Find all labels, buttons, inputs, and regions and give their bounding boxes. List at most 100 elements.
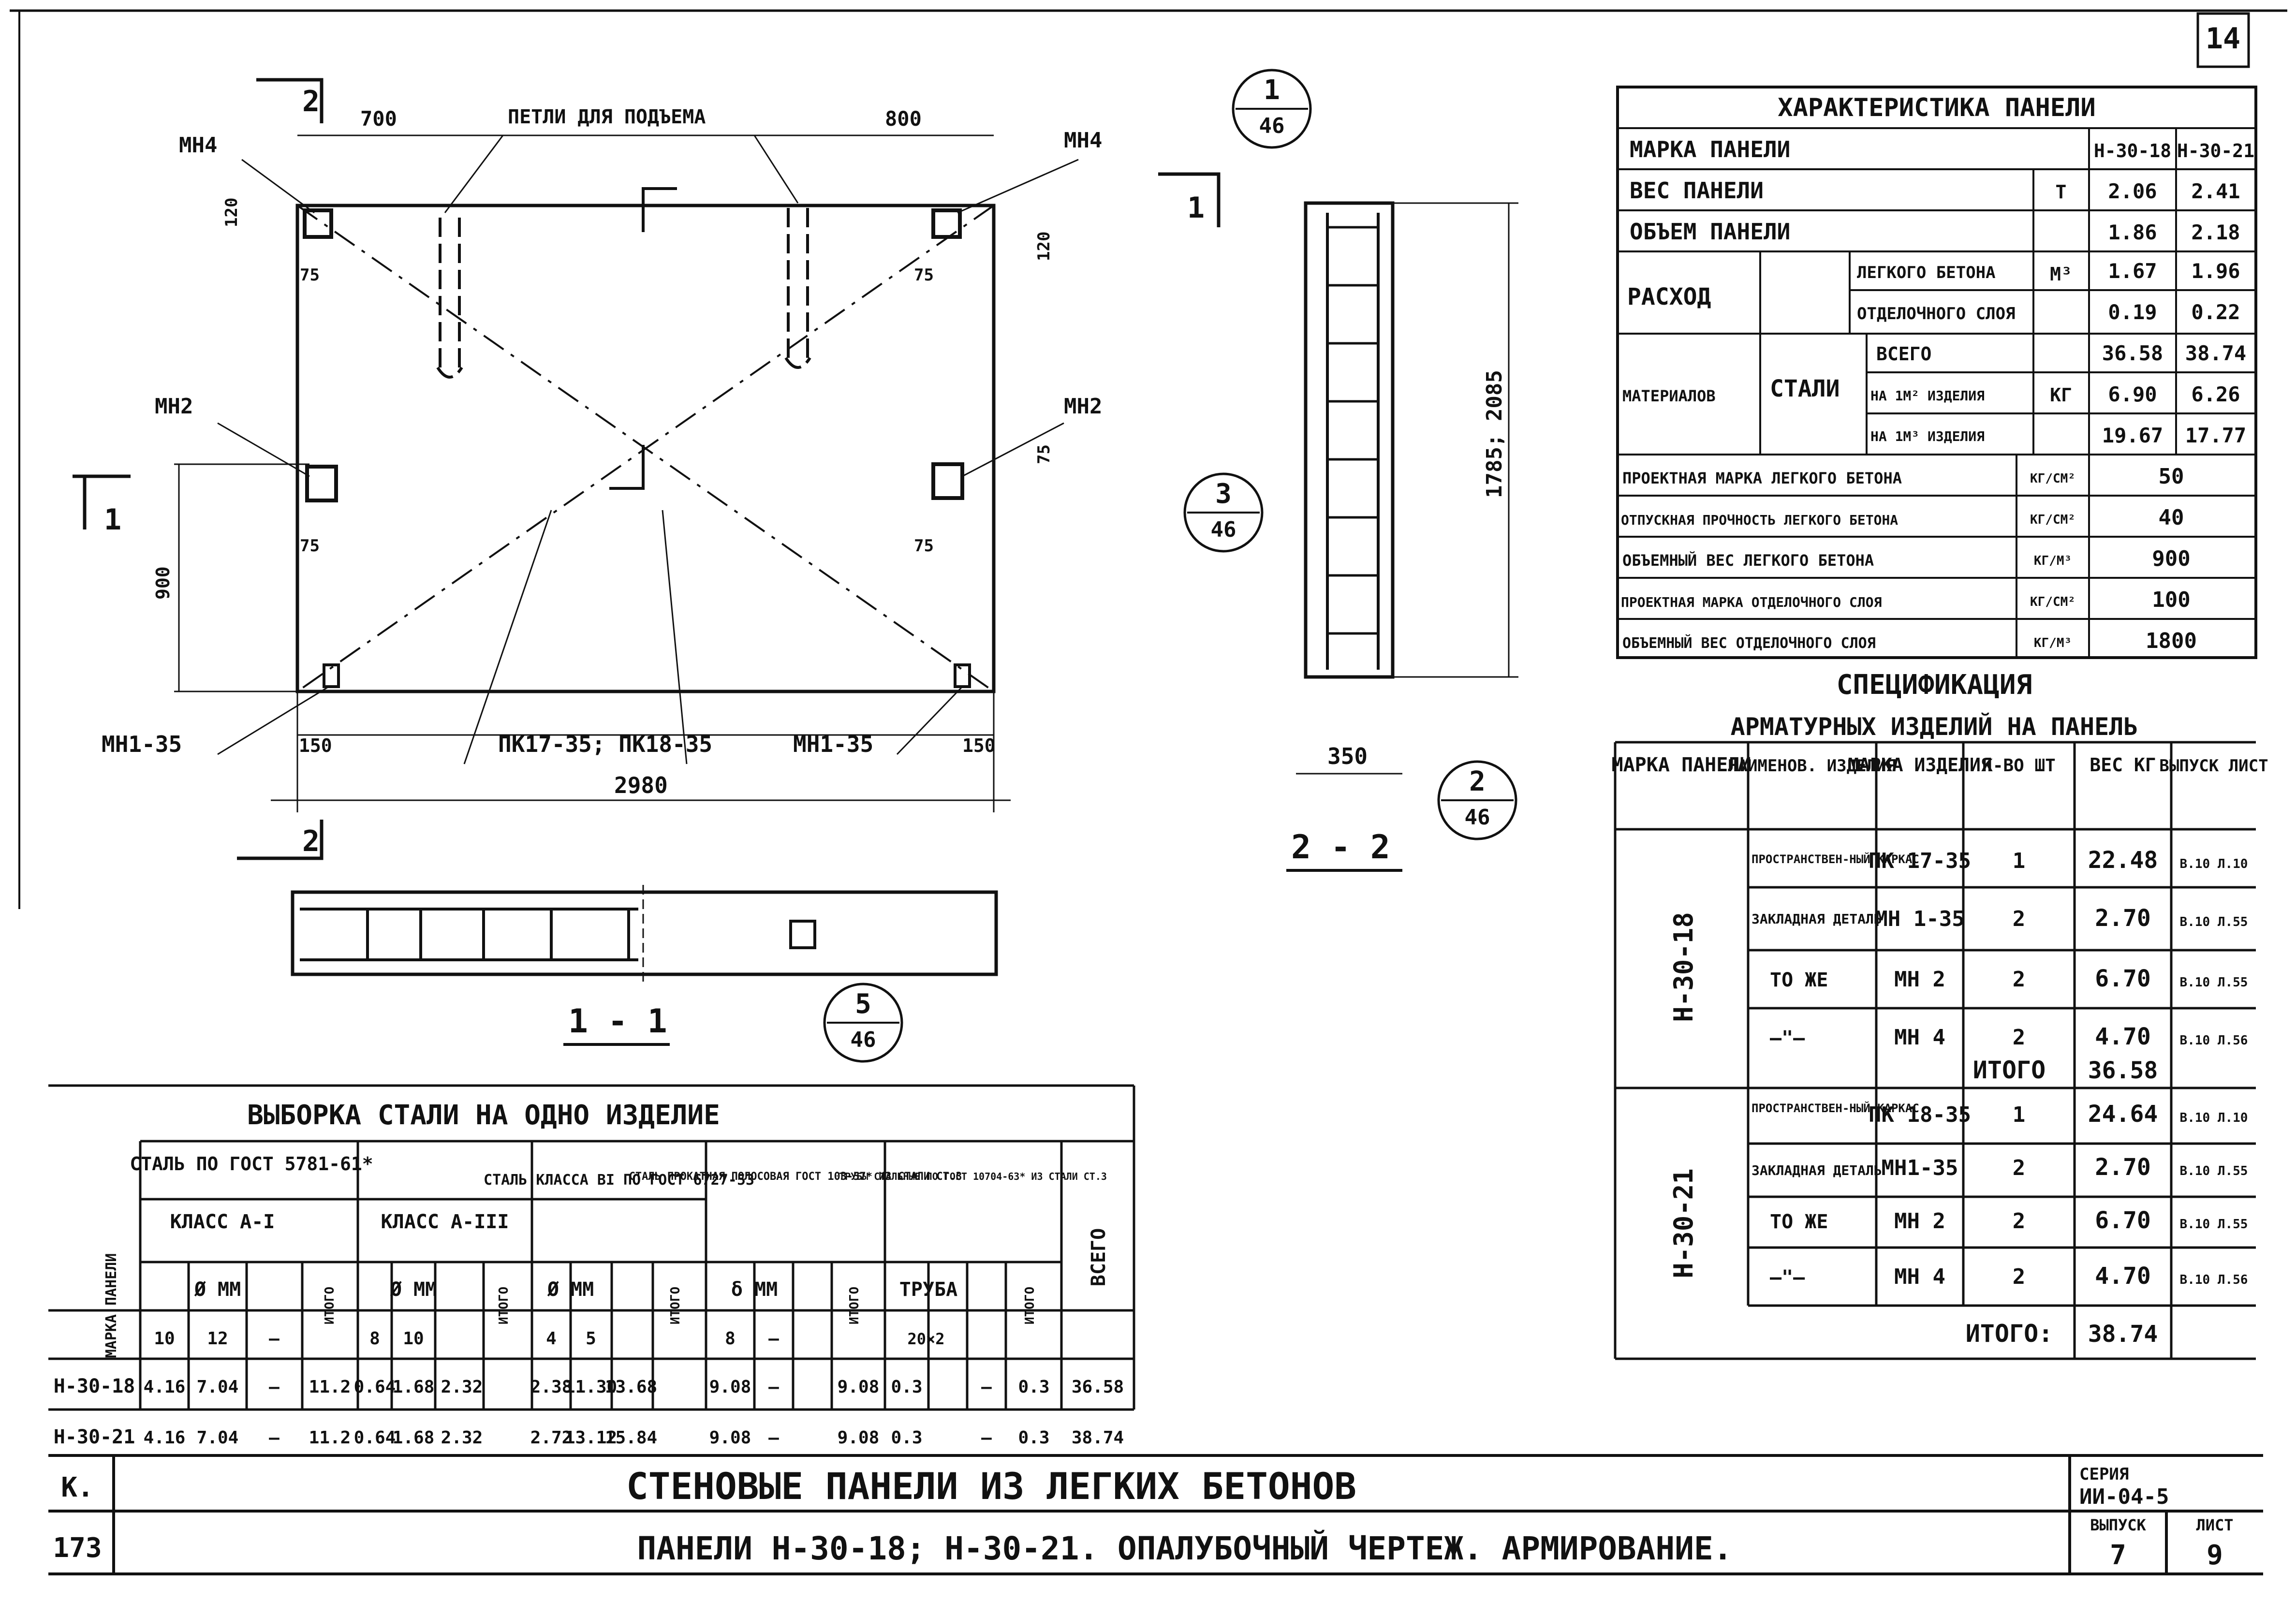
spec-g1-r0-mark: ПК 18-35 — [1869, 1102, 1971, 1127]
titleblock-issue-value: 7 — [2110, 1540, 2126, 1571]
selection-cell: 1.68 — [393, 1377, 435, 1397]
selection-cell: 2.32 — [441, 1428, 483, 1448]
spec-g1-r1-mark: МН1-35 — [1882, 1156, 1958, 1180]
char-row-2-unit: М³ — [2050, 264, 2072, 285]
titleblock-sheet-value: 9 — [2207, 1540, 2223, 1571]
embed-mn1-right — [954, 663, 971, 688]
cut-mark-bottom-label: 2 — [302, 824, 320, 858]
selection-cell: 0.64 — [354, 1428, 396, 1448]
label-pk: ПК17-35; ПК18-35 — [498, 731, 712, 757]
ref-circle-5-46: 5 46 — [823, 983, 903, 1063]
char-row-1-v2: 2.41 — [2191, 179, 2240, 203]
selection-size-3: 8 — [369, 1329, 380, 1349]
ref-5-top: 5 — [855, 988, 871, 1020]
spec-g1-r1-weight: 2.70 — [2095, 1154, 2151, 1181]
dim-120-left: 120 — [222, 198, 241, 227]
spec-header-0: МАРКА ПАНЕЛИ — [1612, 754, 1751, 776]
selection-group-3: СТАЛЬ ПРОКАТНАЯ ПОЛОСОВАЯ ГОСТ 103-57* И… — [629, 1171, 962, 1183]
char-row-6-v1: 6.90 — [2108, 382, 2157, 406]
label-mn1-right: МН1-35 — [793, 731, 873, 757]
cut-mark-left-label: 1 — [104, 503, 121, 537]
selection-cell: 9.08 — [709, 1377, 751, 1397]
spec-g1-r0-name: ПРОСТРАНСТВЕН-НЫЙ КАРКАС — [1751, 1101, 1919, 1115]
char-wide-0-value: 50 — [2159, 464, 2184, 489]
spec-group-1-panel: Н-30-21 — [1668, 1168, 1699, 1278]
selection-cell: 9.08 — [709, 1428, 751, 1448]
section-2-2-height-label: 1785; 2085 — [1482, 370, 1507, 498]
selection-size-7: 8 — [725, 1329, 736, 1349]
label-mn2-left: МН2 — [155, 394, 193, 419]
selection-row-panel: Н-30-18 — [54, 1375, 135, 1397]
leader-pk-1 — [463, 510, 552, 764]
dim-150-right: 150 — [962, 735, 996, 756]
selection-size-4: 10 — [403, 1329, 424, 1349]
selection-size-6: 5 — [586, 1329, 596, 1349]
selection-itogo-3: ИТОГО — [668, 1287, 683, 1324]
titleblock-issue-label: ВЫПУСК — [2090, 1516, 2146, 1534]
spec-g0-r2-weight: 6.70 — [2095, 965, 2151, 992]
label-lifting-loops: ПЕТЛИ ДЛЯ ПОДЪЕМА — [508, 106, 706, 128]
char-row-5-unit: КГ — [2050, 384, 2072, 406]
spec-g0-r3-mark: МН 4 — [1894, 1025, 1945, 1050]
embed-mn1-left — [323, 663, 340, 688]
char-row-7-v1: 19.67 — [2102, 424, 2163, 447]
leader-mn4-right — [957, 159, 1079, 214]
spec-group-1-total: 38.74 — [2088, 1321, 2158, 1348]
page-number-box — [2196, 12, 2250, 68]
char-wide-4-unit: КГ/М³ — [2034, 636, 2072, 650]
spec-g0-r3-sheet: В.10 Л.56 — [2180, 1033, 2248, 1048]
selection-cell: 0.3 — [1018, 1377, 1049, 1397]
selection-cell: 13.12 — [565, 1428, 617, 1448]
selection-size-0: 10 — [154, 1329, 175, 1349]
dim-75-d: 75 — [914, 536, 934, 556]
spec-g1-r0-weight: 24.64 — [2088, 1101, 2158, 1128]
selection-size-5: 4 — [546, 1329, 557, 1349]
selection-cell: 0.3 — [1018, 1428, 1049, 1448]
selection-cell: — — [269, 1428, 280, 1448]
spec-g0-r2-qty: 2 — [2013, 967, 2026, 992]
section-1-1-outline — [291, 890, 998, 976]
selection-group-1: СТАЛЬ ПО ГОСТ 5781-61* — [130, 1153, 373, 1175]
cut-mark-right-label: 1 — [1187, 191, 1205, 225]
char-wide-2-unit: КГ/М³ — [2034, 554, 2072, 568]
selection-size-9: 20×2 — [907, 1330, 944, 1348]
leader-loops-2 — [753, 135, 799, 204]
spec-g0-r2-name: ТО ЖЕ — [1770, 969, 1828, 991]
spec-g1-r1-qty: 2 — [2013, 1156, 2026, 1180]
embed-mn4-left — [303, 208, 333, 239]
spec-g0-r1-name: ЗАКЛАДНАЯ ДЕТАЛЬ — [1751, 911, 1882, 927]
selection-col-panel: МАРКА ПАНЕЛИ — [103, 1253, 120, 1358]
char-wide-3-value: 100 — [2152, 588, 2190, 612]
char-wide-1-unit: КГ/СМ² — [2030, 513, 2075, 527]
lifting-loop-right — [784, 203, 811, 369]
dim-75-a: 75 — [300, 265, 320, 285]
spec-g0-r0-weight: 22.48 — [2088, 847, 2158, 874]
specification-table: СПЕЦИФИКАЦИЯ АРМАТУРНЫХ ИЗДЕЛИЙ НА ПАНЕЛ… — [1612, 669, 2268, 1360]
char-row-1-v1: 2.06 — [2108, 179, 2157, 203]
char-row-0-label: МАРКА ПАНЕЛИ — [1630, 136, 1790, 162]
spec-header-3: К-ВО ШТ — [1982, 756, 2056, 776]
page-number: 14 — [2206, 22, 2240, 56]
spec-g0-r3-qty: 2 — [2013, 1025, 2026, 1050]
selection-cell: 1.68 — [393, 1428, 435, 1448]
spec-g1-r2-name: ТО ЖЕ — [1770, 1211, 1828, 1233]
spec-g0-r1-mark: МН 1-35 — [1875, 907, 1964, 931]
spec-header-5: ВЫПУСК ЛИСТ — [2159, 756, 2268, 776]
titleblock-series-value: ИИ-04-5 — [2079, 1484, 2169, 1509]
selection-cell: 13.68 — [605, 1377, 657, 1397]
char-wide-2-value: 900 — [2152, 546, 2190, 571]
titleblock-left-top: К. — [61, 1472, 93, 1503]
dim-75-c: 75 — [300, 536, 320, 556]
label-mn4-left: МН4 — [179, 133, 217, 158]
panel-plan-view: МН4 МН4 МН2 МН2 МН1-35 МН1-35 ПК17-35; П… — [73, 78, 1221, 860]
char-row-1-label: ВЕС ПАНЕЛИ — [1630, 177, 1764, 204]
char-row-4-v2: 0.22 — [2191, 300, 2240, 324]
dim-75-b: 75 — [914, 265, 934, 285]
selection-cell: 2.32 — [441, 1377, 483, 1397]
char-row-3-v1: 1.67 — [2108, 259, 2157, 283]
section-2-2: 1785; 2085 350 2 - 2 — [1286, 201, 1518, 872]
char-group-rashod: РАСХОД — [1627, 283, 1711, 310]
spec-title-1: СПЕЦИФИКАЦИЯ — [1837, 669, 2032, 701]
char-row-4-v1: 0.19 — [2108, 300, 2157, 324]
cut-mark-bottom — [237, 820, 324, 860]
